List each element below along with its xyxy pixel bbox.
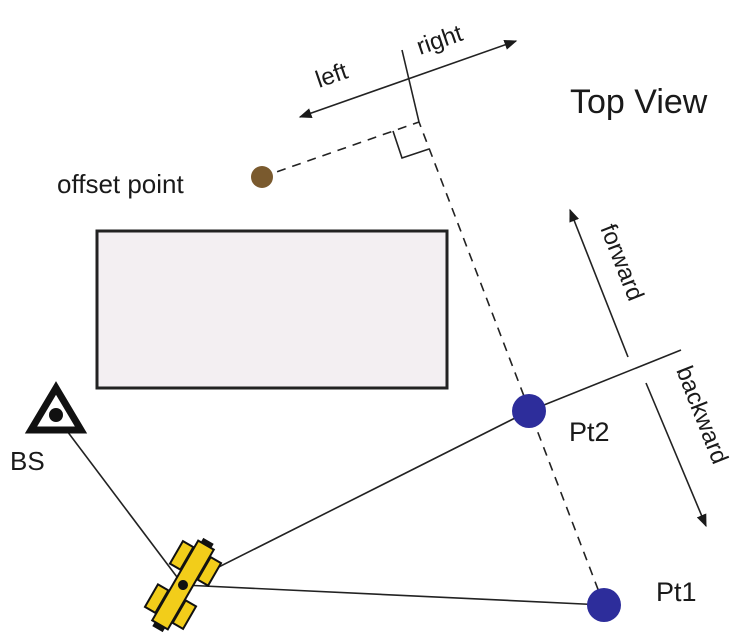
offset-perpendicular-line — [261, 121, 420, 178]
pt2-marker — [512, 394, 546, 428]
obstacle-block — [95, 229, 449, 390]
instrument-to-pt2-line — [182, 410, 530, 586]
pt2-divider-line — [528, 349, 682, 412]
left-right-divider — [401, 49, 420, 123]
offset-point-marker — [251, 166, 273, 188]
forward-arrow — [569, 208, 629, 358]
backward-arrow — [645, 382, 707, 528]
offset-point-label: offset point — [57, 169, 185, 199]
pt1-marker — [587, 588, 621, 622]
pt1-label: Pt1 — [656, 577, 697, 607]
right-label: right — [413, 20, 466, 61]
right-angle-marker — [392, 130, 430, 160]
instrument-to-pt1-line — [182, 584, 605, 606]
diagram-title: Top View — [570, 83, 708, 121]
bs-label: BS — [10, 446, 45, 476]
bs-to-instrument-line — [54, 414, 184, 586]
backward-label: backward — [670, 362, 733, 467]
left-right-arrow — [298, 39, 518, 119]
triangle-eye-icon — [24, 381, 88, 434]
survey-line-extension — [418, 121, 605, 606]
satellite-icon — [143, 537, 223, 633]
pt2-label: Pt2 — [569, 417, 610, 447]
left-label: left — [312, 58, 351, 94]
